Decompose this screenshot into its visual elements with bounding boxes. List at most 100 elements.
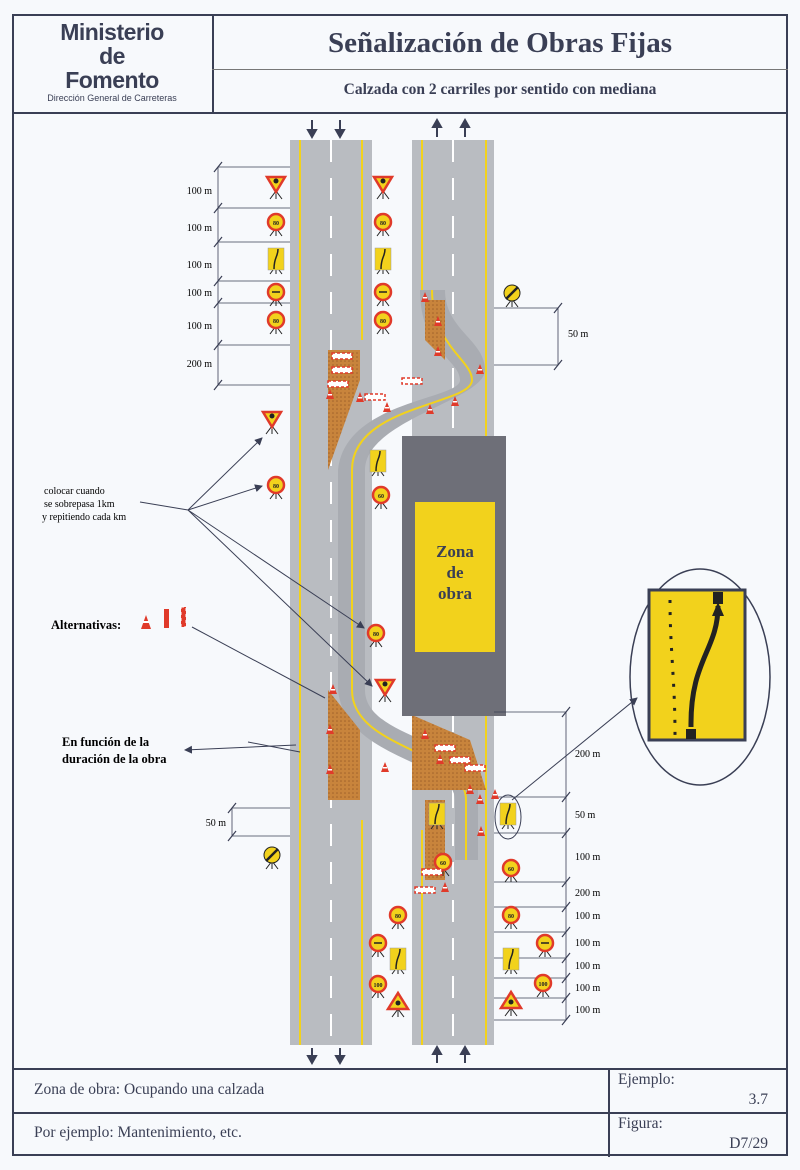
- distance-label: 100 m: [575, 852, 601, 863]
- roadworks-sign-icon: [498, 989, 524, 1017]
- end-restriction-sign-icon: [263, 846, 281, 870]
- ministry-logo: Ministerio de Fomento Dirección General …: [12, 14, 214, 112]
- traffic-cone-icon: [426, 404, 434, 414]
- traffic-direction-arrows: [306, 117, 471, 1066]
- lane-shift-sign-icon: [267, 247, 285, 275]
- traffic-cone-icon: [436, 754, 444, 764]
- speed-sign-icon: [535, 933, 555, 958]
- page-subtitle: Calzada con 2 carriles por sentido con m…: [343, 81, 657, 98]
- speed-sign-icon: 80: [266, 475, 286, 500]
- speed-limit-value: 80: [273, 484, 279, 490]
- page-title: Señalización de Obras Fijas: [212, 14, 788, 70]
- traffic-cone-icon: [466, 784, 474, 794]
- signs: 80 80 80 80 80 60 80 60 60 80 100 80 100: [260, 175, 555, 1018]
- distance-label: 200 m: [575, 749, 601, 760]
- traffic-cone-icon: [421, 729, 429, 739]
- note-km-2: se sobrepasa 1km: [44, 499, 115, 510]
- speed-sign-icon: 80: [366, 623, 386, 648]
- speed-sign-icon: [373, 282, 393, 307]
- speed-limit-value: 100: [539, 982, 548, 988]
- traffic-cone-icon: [383, 402, 391, 412]
- traffic-cone-icon: [451, 396, 459, 406]
- speed-limit-value: 80: [395, 914, 401, 920]
- traffic-cone-icon: [356, 392, 364, 402]
- speed-limit-value: 60: [440, 861, 446, 867]
- figure-value: D7/29: [729, 1135, 768, 1152]
- logo-line-2: de: [99, 43, 125, 69]
- work-zone-label-2: de: [447, 563, 464, 582]
- example-value: 3.7: [748, 1091, 768, 1108]
- traffic-cone-icon: [477, 826, 485, 836]
- lane-shift-sign-icon: [428, 802, 446, 830]
- chevron-barrier-icon: [331, 352, 353, 360]
- example-cell: Ejemplo: 3.7: [608, 1069, 790, 1113]
- lane-shift-sign-icon: [374, 247, 392, 275]
- roadworks-sign-icon: [385, 990, 411, 1018]
- distance-label: 100 m: [575, 961, 601, 972]
- chevron-barrier-icon: [327, 380, 349, 388]
- traffic-cone-icon: [434, 316, 442, 326]
- distance-label: 50 m: [568, 329, 589, 340]
- figure-cell: Figura: D7/29: [608, 1113, 790, 1157]
- traffic-cone-icon: [421, 292, 429, 302]
- distance-label: 100 m: [187, 321, 213, 332]
- speed-sign-icon: 100: [533, 973, 553, 998]
- traffic-cone-icon: [326, 724, 334, 734]
- speed-sign-icon: 80: [266, 212, 286, 237]
- traffic-cone-icon: [329, 684, 337, 694]
- distance-dimensions: 100 m 100 m 100 m 100 m 100 m 200 m 50 m 50 m 20…: [187, 161, 601, 1026]
- chevron-barrier-icon: [364, 393, 386, 401]
- annotation-km: colocar cuando se sobrepasa 1km y repiti…: [42, 437, 373, 687]
- distance-label: 50 m: [575, 810, 596, 821]
- striped-post-icon: [180, 606, 187, 628]
- traffic-cone-icon: [476, 794, 484, 804]
- distance-label: 100 m: [187, 186, 213, 197]
- speed-limit-value: 60: [508, 867, 514, 873]
- annotation-alternatives: Alternativas:: [51, 606, 326, 699]
- note-km-3: y repitiendo cada km: [42, 512, 126, 523]
- signage-diagram: Zona de obra 100 m 100 m 100 m 100 m 100 m 20…: [42, 117, 771, 1066]
- distance-label: 100 m: [187, 223, 213, 234]
- distance-label: 100 m: [575, 938, 601, 949]
- logo-line-1: Ministerio: [60, 19, 164, 45]
- speed-sign-icon: 100: [368, 974, 388, 999]
- example-label: Ejemplo:: [618, 1071, 675, 1088]
- distance-label: 100 m: [575, 911, 601, 922]
- lane-shift-sign-icon: [389, 947, 407, 975]
- speed-limit-value: 80: [380, 221, 386, 227]
- speed-limit-value: 80: [508, 914, 514, 920]
- distance-label: 100 m: [187, 260, 213, 271]
- speed-sign-icon: 80: [266, 310, 286, 335]
- speed-limit-value: 80: [273, 319, 279, 325]
- distance-label: 200 m: [187, 359, 213, 370]
- distance-label: 50 m: [206, 818, 227, 829]
- lane-shift-sign-detail: [494, 568, 771, 840]
- distance-label: 100 m: [575, 983, 601, 994]
- footer-note: Por ejemplo: Mantenimiento, etc.: [34, 1124, 242, 1141]
- chevron-barrier-icon: [434, 744, 456, 752]
- distance-label: 100 m: [187, 288, 213, 299]
- work-zone: Zona de obra: [402, 436, 506, 716]
- duration-note-1: En función de la: [62, 735, 150, 749]
- chevron-barrier-icon: [414, 886, 436, 894]
- speed-limit-value: 60: [378, 494, 384, 500]
- chevron-barrier-icon: [421, 868, 443, 876]
- logo-line-3: Fomento: [65, 67, 159, 93]
- duration-note-2: duración de la obra: [62, 752, 167, 766]
- traffic-cone-icon: [476, 364, 484, 374]
- header-divider: [12, 112, 788, 114]
- footer-description: Zona de obra: Ocupando una calzada: [34, 1081, 265, 1098]
- speed-sign-icon: 80: [373, 310, 393, 335]
- traffic-cone-icon: [326, 764, 334, 774]
- warning-sign-icon: [260, 410, 284, 435]
- traffic-cone-icon: [434, 346, 442, 356]
- distance-label: 200 m: [575, 888, 601, 899]
- speed-limit-value: 80: [273, 221, 279, 227]
- cone-icon: [141, 615, 151, 629]
- footer-divider-top: [12, 1068, 788, 1070]
- speed-limit-value: 80: [380, 319, 386, 325]
- logo-subtitle: Dirección General de Carreteras: [47, 93, 177, 103]
- chevron-barrier-icon: [401, 377, 423, 385]
- work-zone-label-1: Zona: [436, 542, 474, 561]
- distance-label: 100 m: [575, 1005, 601, 1016]
